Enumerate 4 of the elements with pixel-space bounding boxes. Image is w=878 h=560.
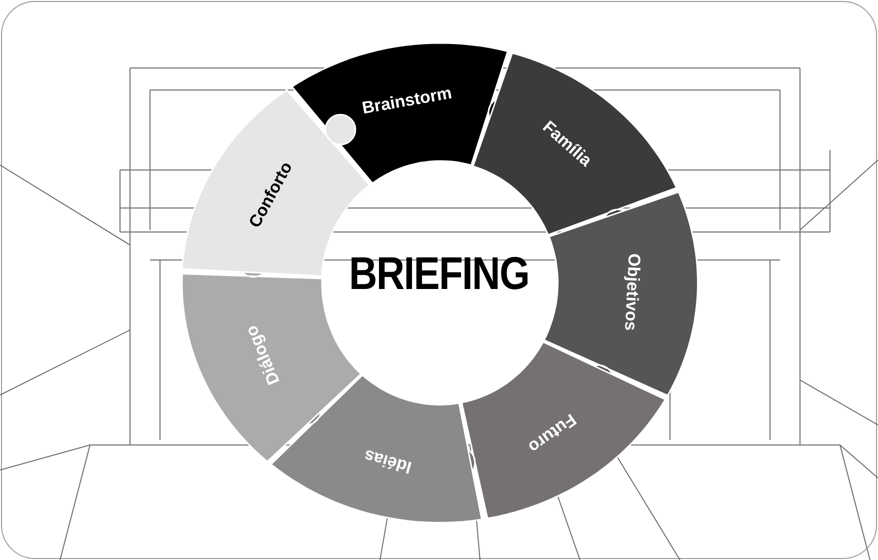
piece-label: Brainstorm [360,83,454,119]
diagram-title: BRIEFING [349,246,529,300]
piece-label: Idéias [362,444,414,478]
piece-label: Objetivos [620,253,644,332]
